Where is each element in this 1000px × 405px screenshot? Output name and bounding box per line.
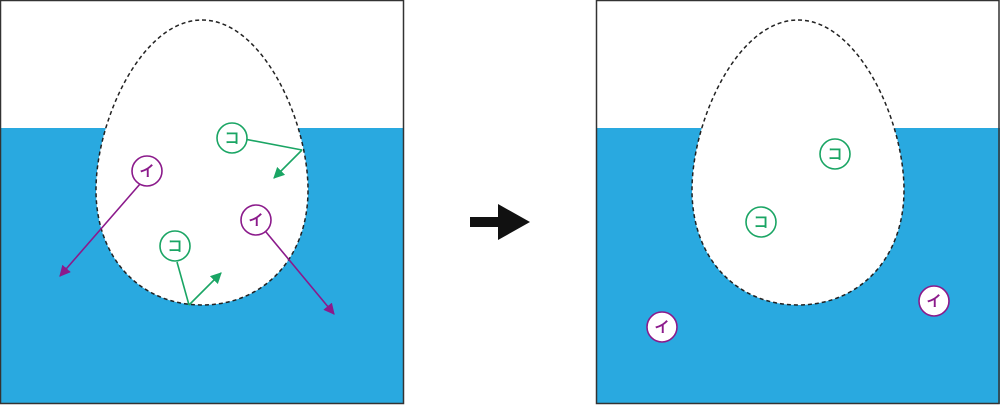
motion-arrow bbox=[188, 272, 222, 306]
egg-membrane bbox=[95, 19, 309, 306]
particle-i: イ bbox=[918, 285, 950, 317]
particle-ko: コ bbox=[745, 206, 777, 238]
particle-label: イ bbox=[654, 318, 669, 336]
particle-label: コ bbox=[167, 237, 182, 255]
panel-after: コ コ イ イ bbox=[595, 0, 1000, 405]
motion-line bbox=[238, 137, 303, 151]
egg-membrane bbox=[691, 19, 905, 306]
motion-arrow bbox=[265, 231, 335, 315]
particle-label: コ bbox=[753, 213, 768, 231]
particle-i: イ bbox=[240, 204, 272, 236]
particle-label: イ bbox=[926, 292, 941, 310]
particle-i: イ bbox=[646, 311, 678, 343]
motion-arrow bbox=[59, 183, 141, 277]
panel-frame bbox=[595, 0, 1000, 405]
right-arrow-icon bbox=[470, 204, 530, 240]
particle-ko: コ bbox=[159, 230, 191, 262]
motion-line bbox=[176, 261, 190, 306]
motion-arrow bbox=[273, 149, 303, 179]
panel-frame bbox=[0, 0, 405, 405]
particle-ko: コ bbox=[819, 138, 851, 170]
particle-label: コ bbox=[224, 129, 239, 147]
particle-ko: コ bbox=[216, 122, 248, 154]
panel-before: イ コ イ コ bbox=[0, 0, 405, 405]
particle-label: イ bbox=[139, 162, 154, 180]
particle-label: イ bbox=[248, 211, 263, 229]
particle-i: イ bbox=[131, 155, 163, 187]
particle-label: コ bbox=[827, 145, 842, 163]
